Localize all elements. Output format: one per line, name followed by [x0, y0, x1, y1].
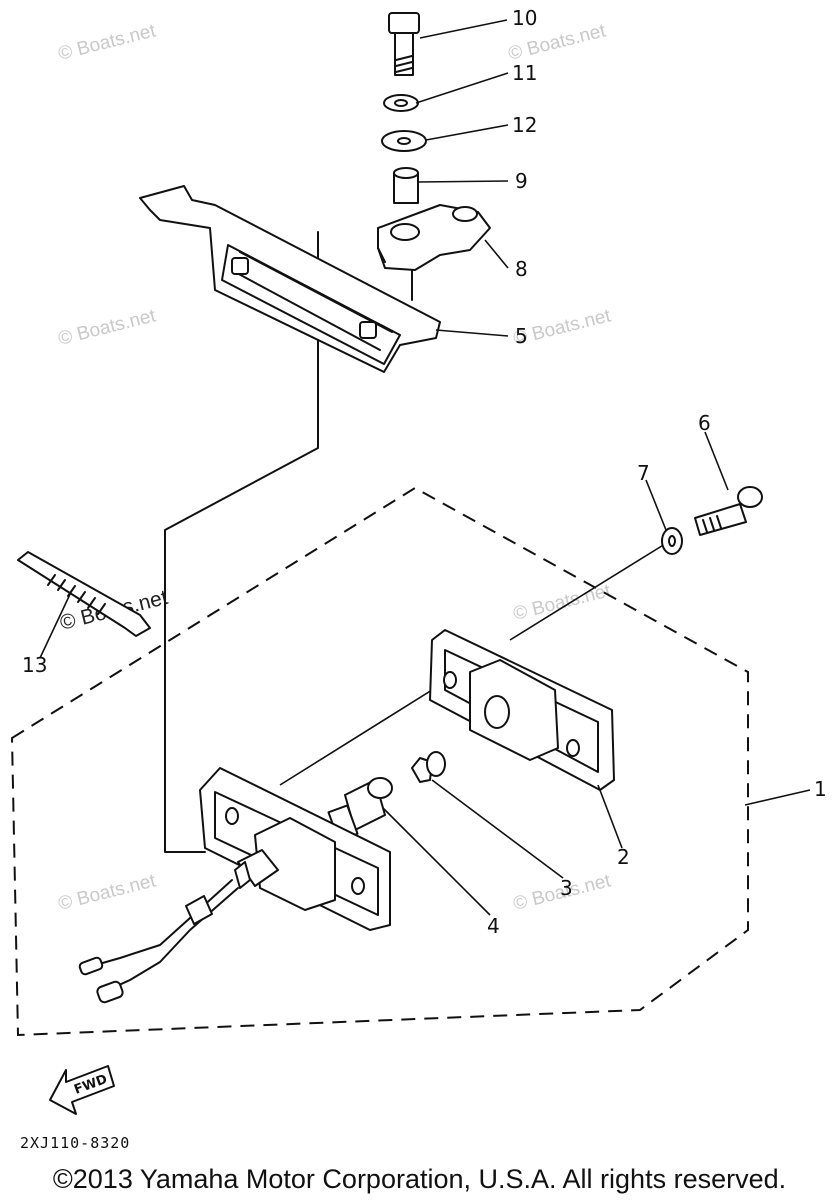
watermark: © Boats.net: [56, 305, 158, 350]
label-leaders: [39, 19, 811, 916]
copyright-notice: ©2013 Yamaha Motor Corporation, U.S.A. A…: [52, 1164, 787, 1194]
label-2: 2: [617, 845, 630, 869]
screw-6: [694, 486, 763, 536]
watermark: © Boats.net: [56, 870, 158, 915]
washer-7: [661, 527, 683, 555]
label-9: 9: [515, 169, 528, 193]
label-4: 4: [487, 914, 500, 938]
reference-line: [509, 543, 666, 641]
lamp-base: [78, 767, 391, 1004]
label-1: 1: [814, 777, 827, 801]
bolt-10: [388, 12, 420, 76]
label-13: 13: [22, 653, 47, 677]
washer-12: [381, 130, 427, 152]
label-12: 12: [512, 113, 537, 137]
reference-line: [279, 679, 449, 786]
assembly-outline: [10, 486, 749, 1037]
label-6: 6: [698, 411, 711, 435]
reference-line: [164, 231, 319, 853]
watermark: © Boats.net: [511, 580, 613, 625]
lens-2: [429, 629, 615, 791]
label-5: 5: [515, 324, 528, 348]
label-8: 8: [515, 257, 528, 281]
watermark-group: © Boats.net © Boats.net © Boats.net © Bo…: [56, 20, 613, 915]
bulb-3: [411, 751, 446, 783]
label-7: 7: [637, 461, 650, 485]
drawing-code: 2XJ110-8320: [20, 1134, 130, 1152]
clamp-8: [377, 204, 491, 271]
bracket-5: [139, 185, 441, 373]
collar-9: [393, 167, 419, 204]
fwd-arrow-icon: FWD: [49, 1065, 115, 1115]
watermark: © Boats.net: [56, 20, 158, 65]
part-labels: 10 11 12 9 8 5 6 7 13 1 2 3 4: [22, 6, 827, 938]
lock-washer-11: [383, 94, 419, 112]
label-11: 11: [512, 61, 537, 85]
label-10: 10: [512, 6, 537, 30]
label-3: 3: [560, 876, 573, 900]
